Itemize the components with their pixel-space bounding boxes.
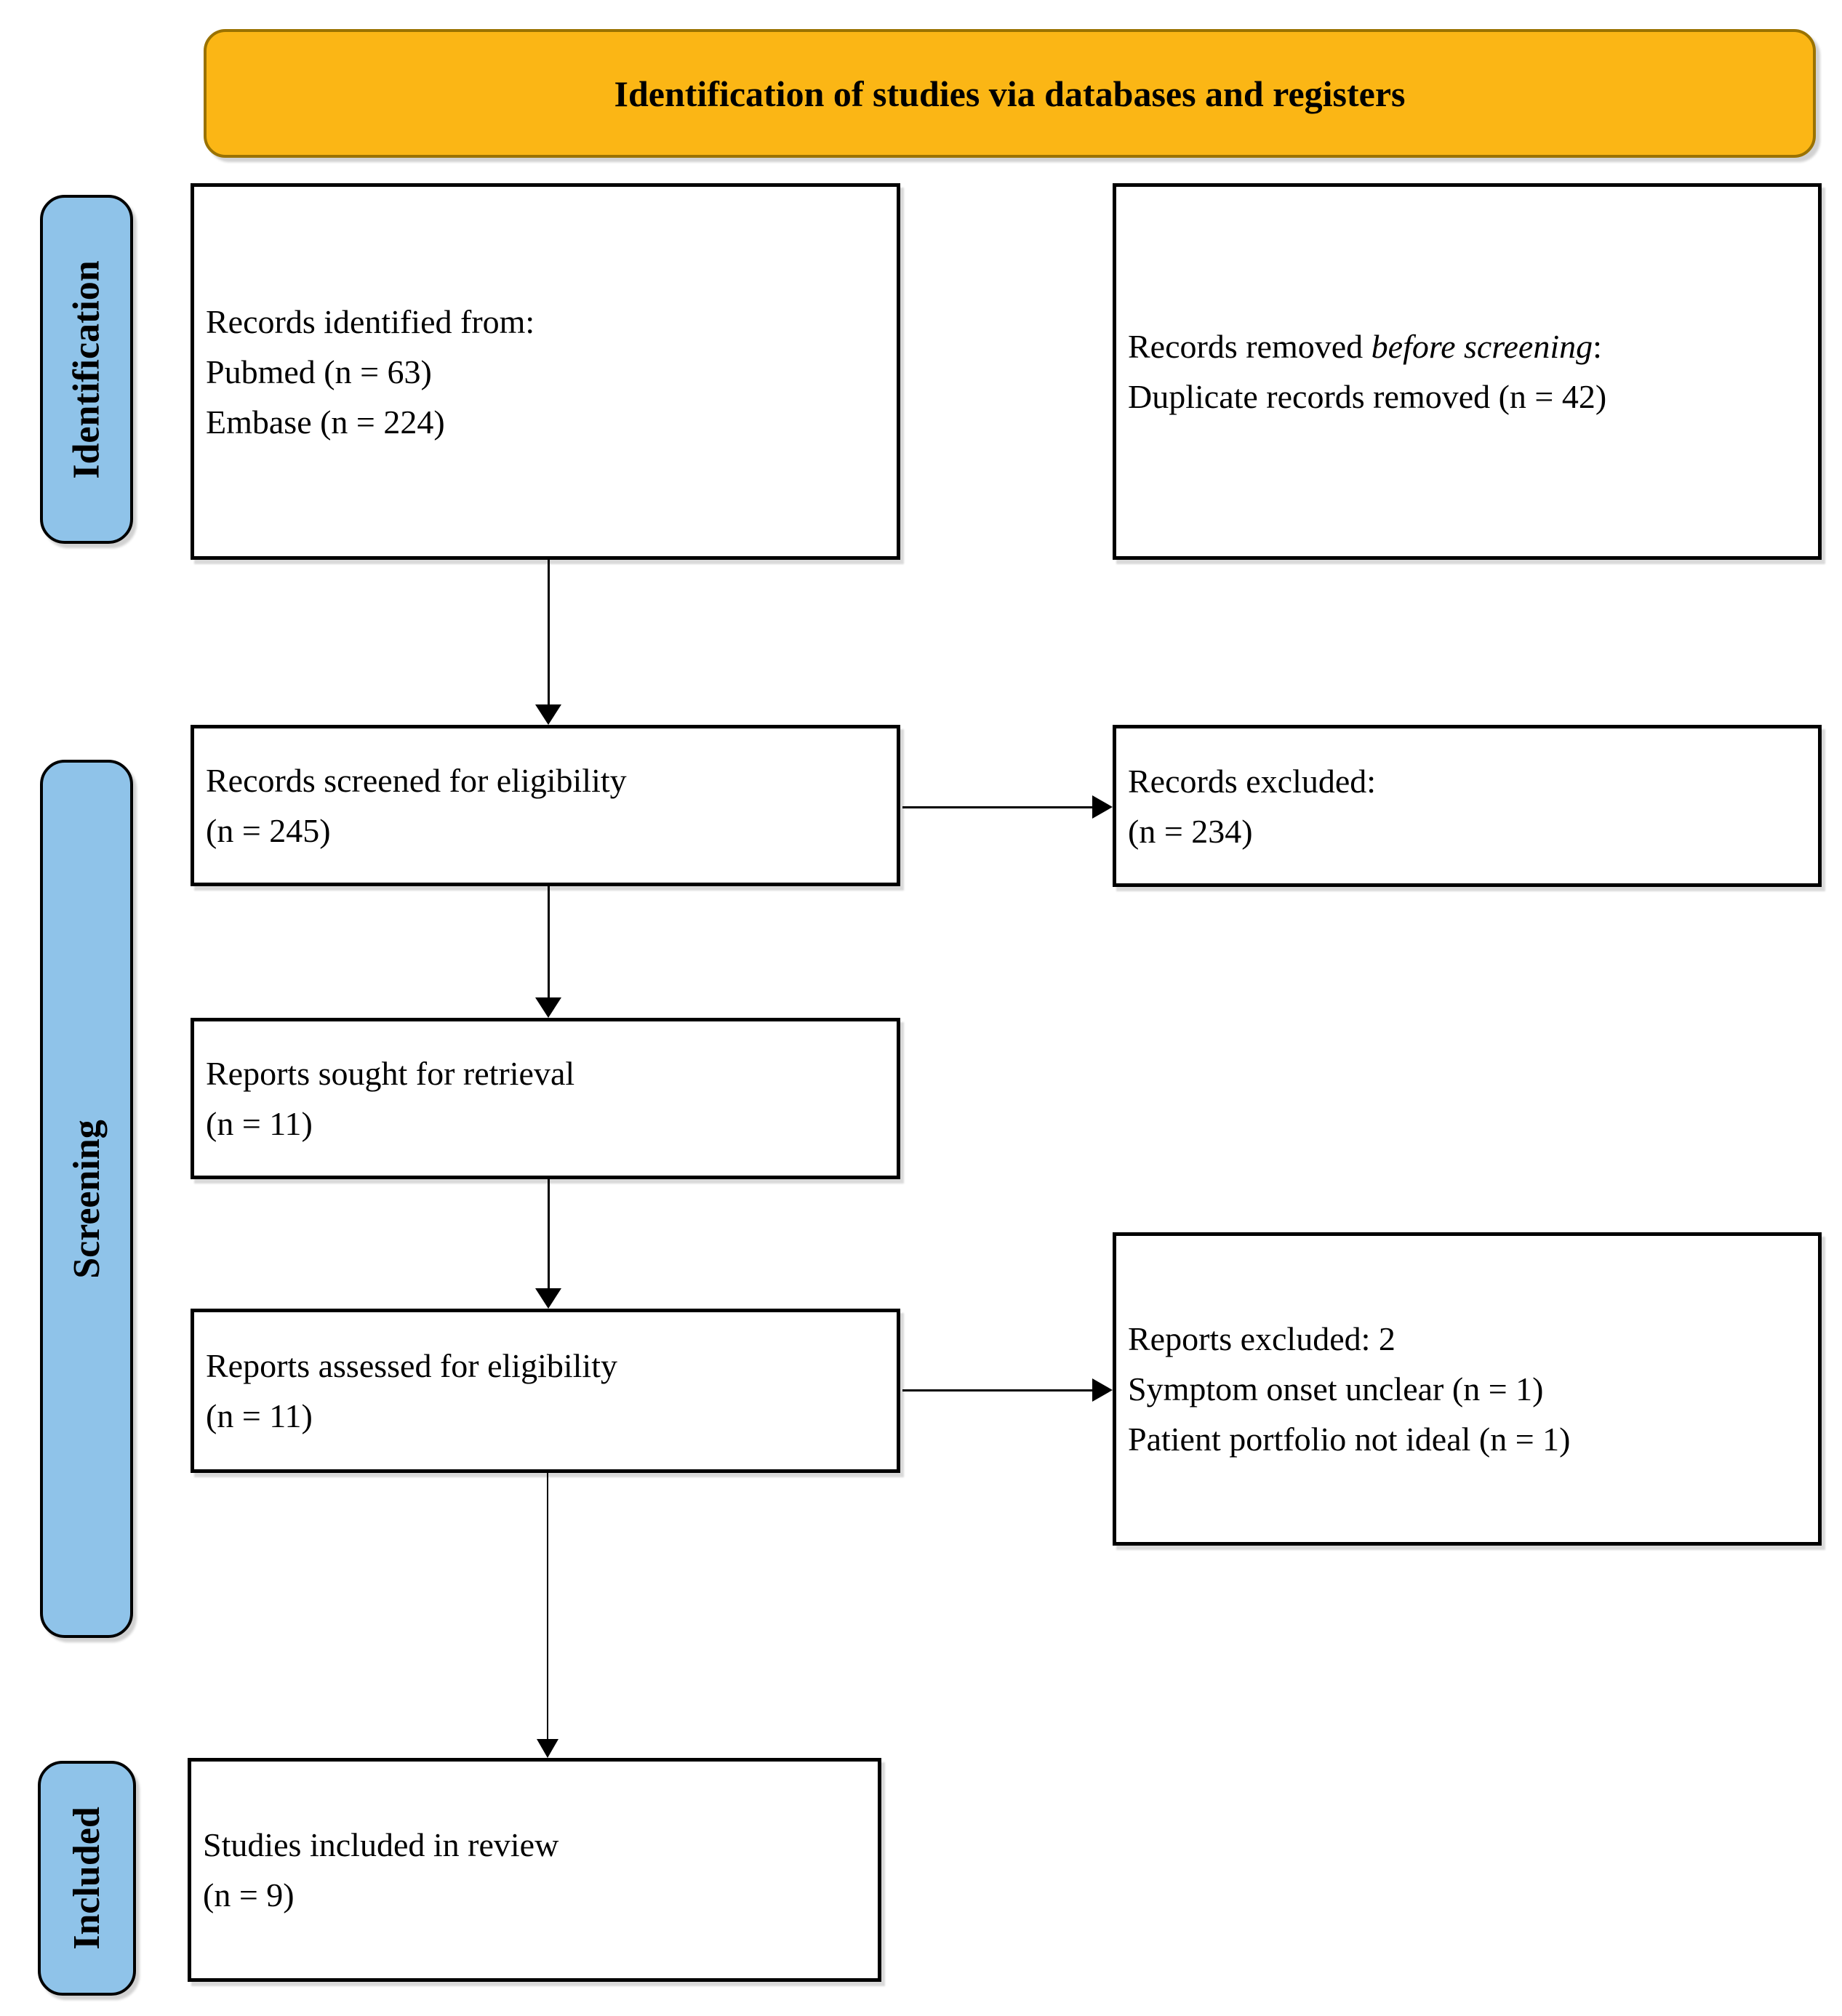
box-reports-assessed: Reports assessed for eligibility (n = 11… xyxy=(191,1309,900,1473)
box-records-removed: Records removed before screening: Duplic… xyxy=(1113,183,1822,560)
box-line: Reports assessed for eligibility xyxy=(206,1347,617,1384)
box-line: Records identified from: xyxy=(206,302,535,340)
box-records-excluded: Records excluded: (n = 234) xyxy=(1113,725,1822,887)
box-line: Patient portfolio not ideal (n = 1) xyxy=(1128,1421,1571,1458)
box-line: Reports sought for retrieval xyxy=(206,1055,575,1092)
italic-phrase: before screening xyxy=(1371,328,1593,365)
box-reports-sought: Reports sought for retrieval (n = 11) xyxy=(191,1018,900,1179)
arrow-line-sought-to-assessed xyxy=(548,1179,550,1288)
box-records-screened: Records screened for eligibility (n = 24… xyxy=(191,725,900,886)
banner-title: Identification of studies via databases … xyxy=(614,73,1406,114)
box-line: (n = 11) xyxy=(206,1397,313,1434)
box-line: Records screened for eligibility xyxy=(206,762,627,799)
box-line: Symptom onset unclear (n = 1) xyxy=(1128,1370,1544,1407)
arrow-down-icon xyxy=(535,1288,561,1309)
arrow-line-screened-to-sought xyxy=(548,886,550,997)
stage-label-text: Screening xyxy=(65,1119,108,1279)
box-line: Records excluded: xyxy=(1128,762,1377,800)
stage-label-screening: Screening xyxy=(40,760,133,1638)
arrow-right-icon xyxy=(1092,795,1113,819)
box-line: Pubmed (n = 63) xyxy=(206,353,432,390)
arrow-line-assessed-to-reports-excluded xyxy=(902,1389,1092,1391)
box-line: (n = 9) xyxy=(203,1876,295,1913)
stage-label-text: Included xyxy=(66,1807,108,1950)
box-line: Records removed before screening: xyxy=(1128,328,1602,365)
box-reports-excluded: Reports excluded: 2 Symptom onset unclea… xyxy=(1113,1232,1822,1546)
arrow-down-icon xyxy=(535,997,561,1018)
stage-label-identification: Identification xyxy=(40,195,133,544)
arrow-line-assessed-to-included xyxy=(547,1473,548,1739)
arrow-down-icon xyxy=(537,1739,558,1758)
stage-label-included: Included xyxy=(38,1761,136,1996)
arrow-line-identified-to-screened xyxy=(548,560,550,704)
box-records-identified: Records identified from: Pubmed (n = 63)… xyxy=(191,183,900,560)
box-line: Reports excluded: 2 xyxy=(1128,1320,1395,1357)
box-line: Embase (n = 224) xyxy=(206,403,445,441)
arrow-down-icon xyxy=(535,704,561,725)
box-line: (n = 234) xyxy=(1128,812,1253,850)
box-line: Studies included in review xyxy=(203,1826,559,1863)
arrow-right-icon xyxy=(1092,1378,1113,1402)
banner-identification-of-studies: Identification of studies via databases … xyxy=(204,29,1816,158)
box-line: Duplicate records removed (n = 42) xyxy=(1128,378,1607,415)
box-studies-included: Studies included in review (n = 9) xyxy=(188,1758,881,1982)
box-line: (n = 245) xyxy=(206,812,331,849)
box-line: (n = 11) xyxy=(206,1105,313,1142)
arrow-line-screened-to-excluded xyxy=(902,806,1092,808)
stage-label-text: Identification xyxy=(65,260,108,479)
